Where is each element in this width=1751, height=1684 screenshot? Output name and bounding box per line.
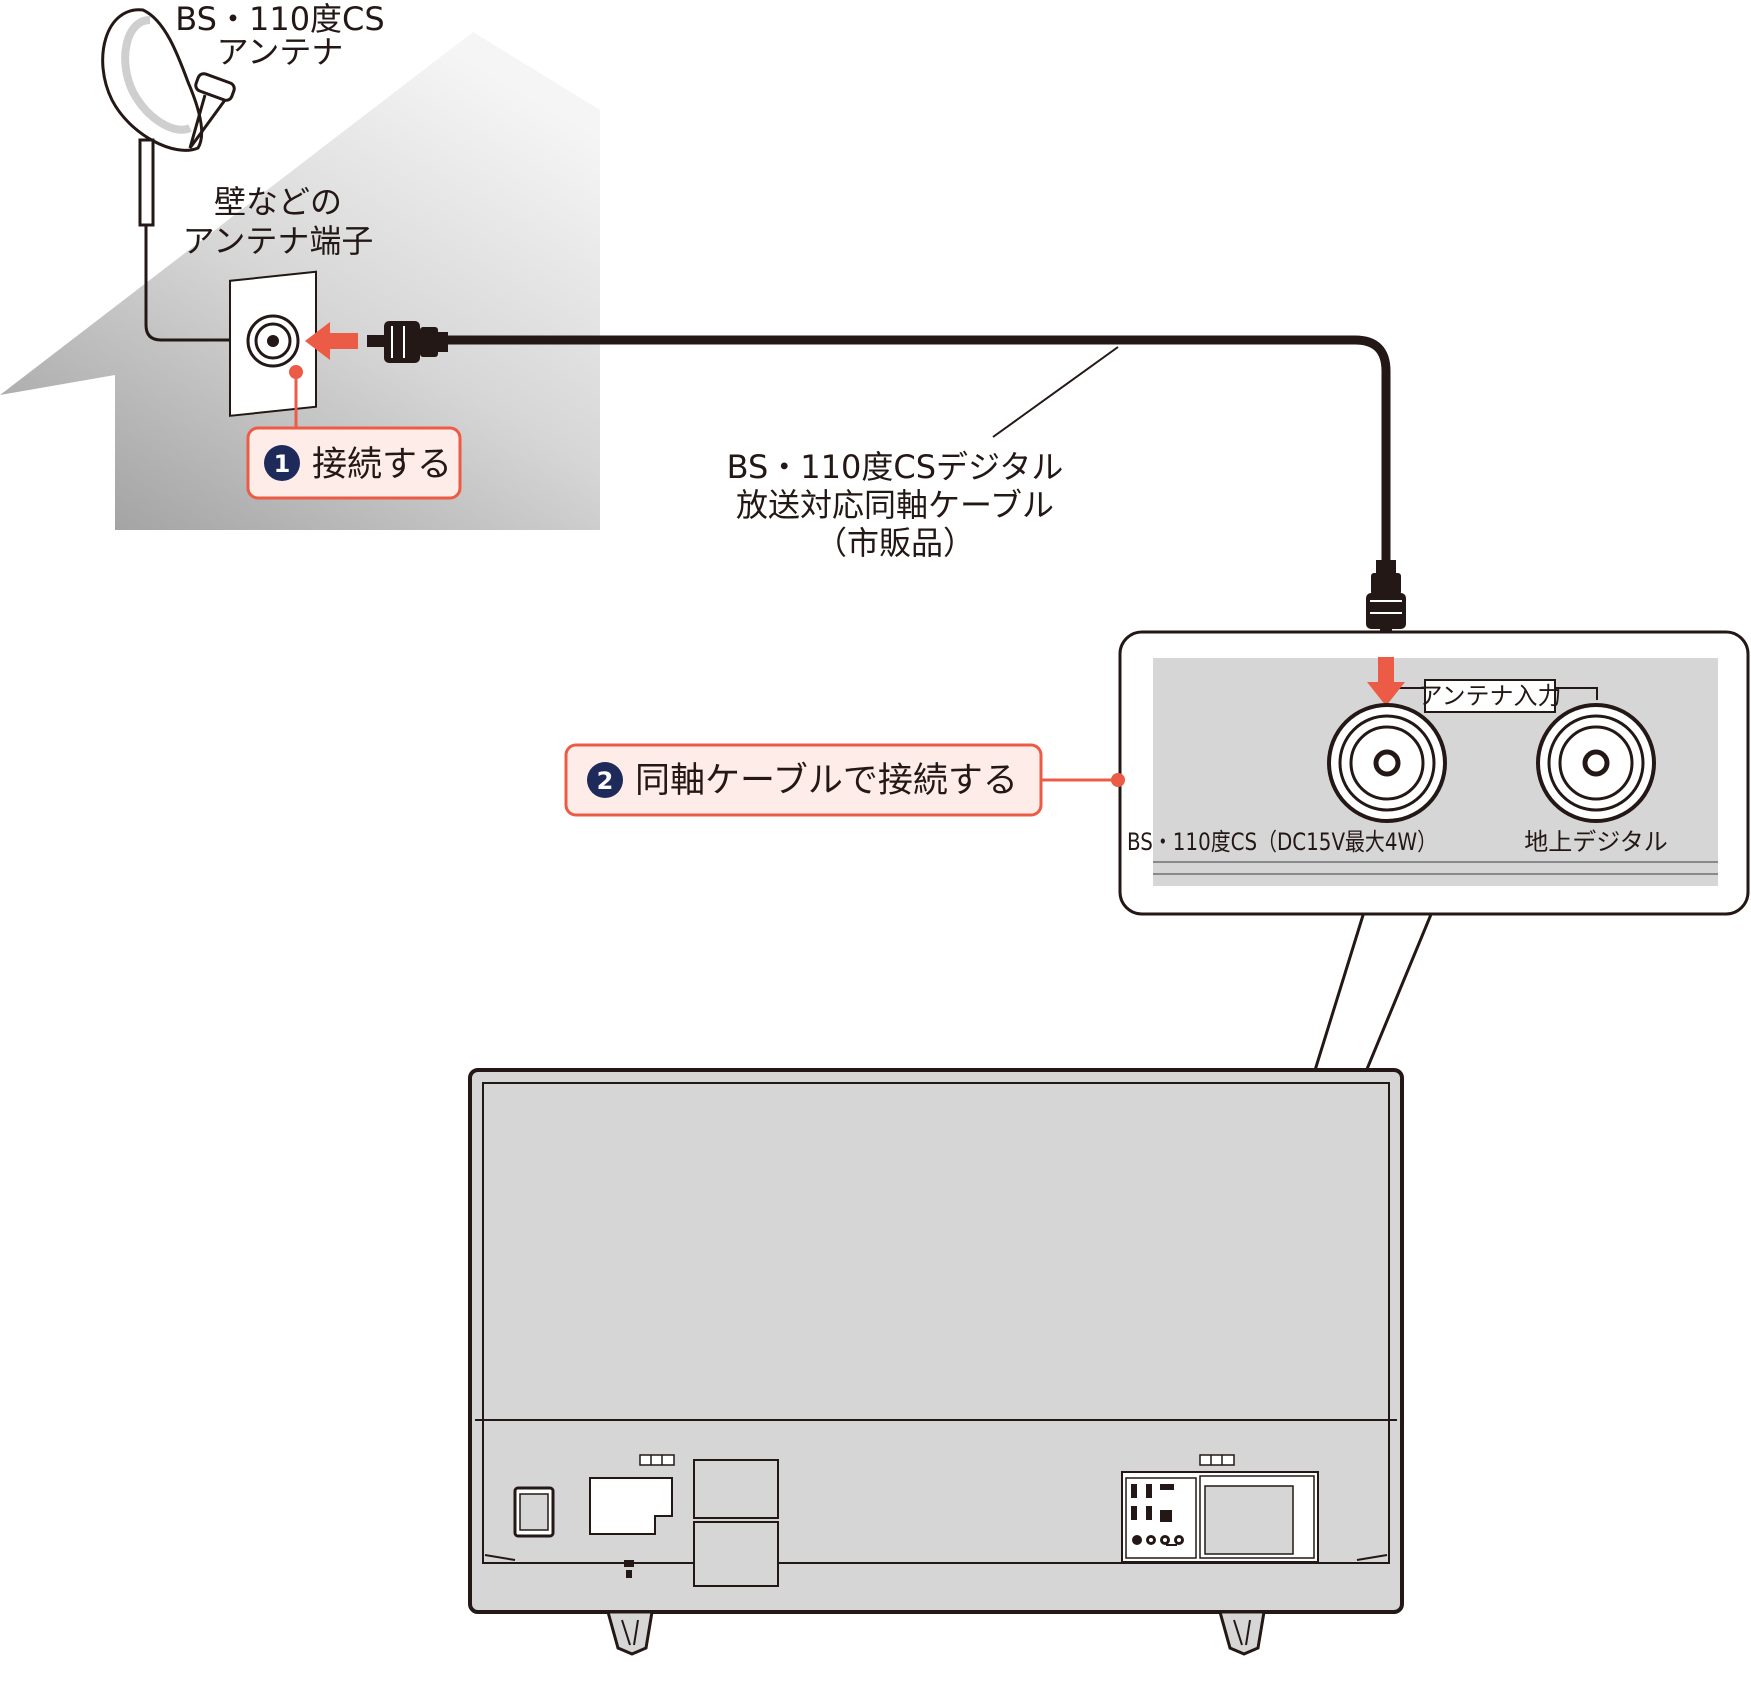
step1-callout: 1 接続する (246, 365, 462, 500)
wall-terminal-label-line1: 壁などの (214, 183, 342, 221)
insert-arrow-port (1367, 657, 1405, 706)
antenna-label-line1: BS・110度CS (175, 0, 384, 38)
terrestrial-port-label: 地上デジタル (1524, 828, 1668, 856)
cable-leader-line (992, 346, 1119, 438)
antenna-label-line2: アンテナ (217, 33, 344, 71)
insert-arrow-wall (305, 322, 358, 360)
step2-label: 同軸ケーブルで接続する (635, 761, 1018, 801)
cable-plug-wall (367, 321, 448, 363)
step1-number: 1 (274, 450, 291, 478)
step1-label: 接続する (312, 445, 452, 485)
bs-cs-port-label: BS・110度CS（DC15V最大4W） (1127, 828, 1437, 856)
tv-back-view (468, 1068, 1404, 1656)
security-slot (624, 1560, 634, 1567)
step2-callout: 2 同軸ケーブルで接続する (564, 743, 1125, 817)
satellite-dish-icon (101, 8, 236, 227)
stand-right (1218, 1610, 1266, 1656)
stand-left (606, 1610, 654, 1656)
coaxial-cable (446, 335, 1391, 565)
bs-cs-port (1327, 703, 1447, 823)
step2-number: 2 (597, 767, 614, 795)
cable-label-line1: BS・110度CSデジタル (727, 448, 1064, 486)
power-inlet (589, 1477, 673, 1535)
antenna-input-group-label: アンテナ入力 (1418, 682, 1561, 710)
antenna-feed-cable (144, 225, 232, 342)
step2-badge (587, 762, 623, 798)
wall-terminal-label-line2: アンテナ端子 (183, 222, 374, 260)
step1-badge (264, 445, 300, 481)
terrestrial-port (1536, 703, 1656, 823)
input-panel-zoom: アンテナ入力 BS・110度CS（DC15V最大4W） 地上デジタル (1118, 630, 1750, 916)
wall-antenna-terminal (229, 270, 317, 417)
cable-label-line2: 放送対応同軸ケーブル (736, 486, 1054, 524)
cable-label-line3: （市販品） (815, 524, 975, 562)
